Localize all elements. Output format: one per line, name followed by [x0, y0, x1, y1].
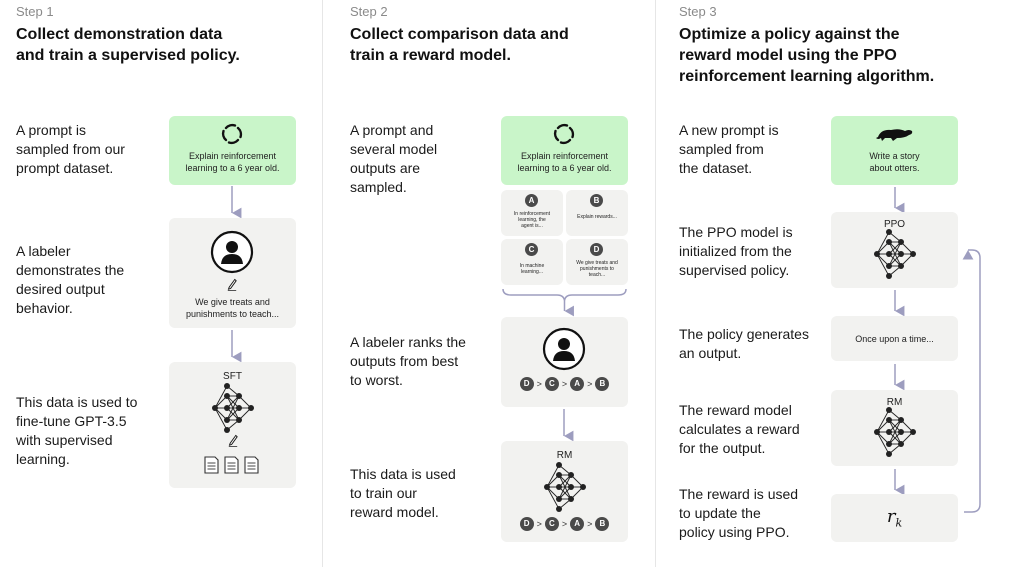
pencil-icon — [227, 278, 237, 292]
sft-model-label: SFT — [223, 371, 242, 382]
otter-icon — [876, 129, 913, 141]
reward-symbol: rk — [886, 506, 903, 530]
output-badge: B — [590, 194, 603, 207]
output-badge: C — [525, 243, 538, 256]
flow-arrow — [894, 187, 905, 214]
openai-logo-icon — [221, 123, 243, 145]
rank-badge: D — [519, 377, 534, 391]
labeler-icon — [210, 230, 254, 274]
output-badge: D — [590, 243, 603, 256]
pencil-icon — [228, 434, 238, 448]
step-2-ranking-card: D> C> A> B — [501, 317, 628, 407]
rm-model-label: RM — [556, 450, 573, 461]
output-text: Once upon a time... — [855, 334, 934, 344]
flow-arrow — [563, 409, 574, 442]
document-icon — [204, 456, 259, 474]
step-2-label: Step 2 — [350, 4, 388, 19]
output-badge: A — [525, 194, 538, 207]
flow-arrow — [894, 469, 905, 496]
step-3-reward-card: rk — [831, 494, 958, 542]
rank-badge: C — [544, 517, 559, 531]
neural-network-icon — [211, 382, 255, 434]
step-1-label: Step 1 — [16, 4, 54, 19]
column-divider — [322, 0, 323, 567]
ranking-order: D> C> A> B — [501, 377, 628, 391]
labeler-icon — [542, 327, 586, 371]
output-option-b: B Explain rewards... — [566, 190, 628, 236]
step-3-ppo-card: PPO — [831, 212, 958, 288]
neural-network-icon — [543, 461, 587, 513]
ppo-model-label: PPO — [883, 219, 906, 230]
flow-arrow — [231, 186, 242, 219]
rank-badge: A — [570, 377, 585, 391]
step-1-sft-card: SFT — [169, 362, 296, 488]
flow-arrow — [894, 290, 905, 317]
step-2-rm-card: RM D> C> A> B — [501, 441, 628, 542]
rm-model-label: RM — [886, 397, 903, 408]
neural-network-icon — [873, 228, 917, 280]
feedback-loop-arrow — [962, 249, 981, 513]
flow-arrow — [894, 364, 905, 391]
column-divider — [655, 0, 656, 567]
step-3-rm-card: RM — [831, 390, 958, 466]
rank-badge: A — [570, 517, 585, 531]
step-3-label: Step 3 — [679, 4, 717, 19]
rank-badge: D — [519, 517, 534, 531]
step-3-output-card: Once upon a time... — [831, 316, 958, 361]
ranking-order: D> C> A> B — [501, 517, 628, 531]
neural-network-icon — [873, 406, 917, 458]
output-text: Explain rewards... — [577, 214, 617, 220]
openai-logo-icon — [553, 123, 575, 145]
rank-badge: C — [544, 377, 559, 391]
flow-arrow — [231, 330, 242, 363]
rank-badge: B — [595, 377, 610, 391]
merge-bracket — [502, 288, 627, 317]
rank-badge: B — [595, 517, 610, 531]
